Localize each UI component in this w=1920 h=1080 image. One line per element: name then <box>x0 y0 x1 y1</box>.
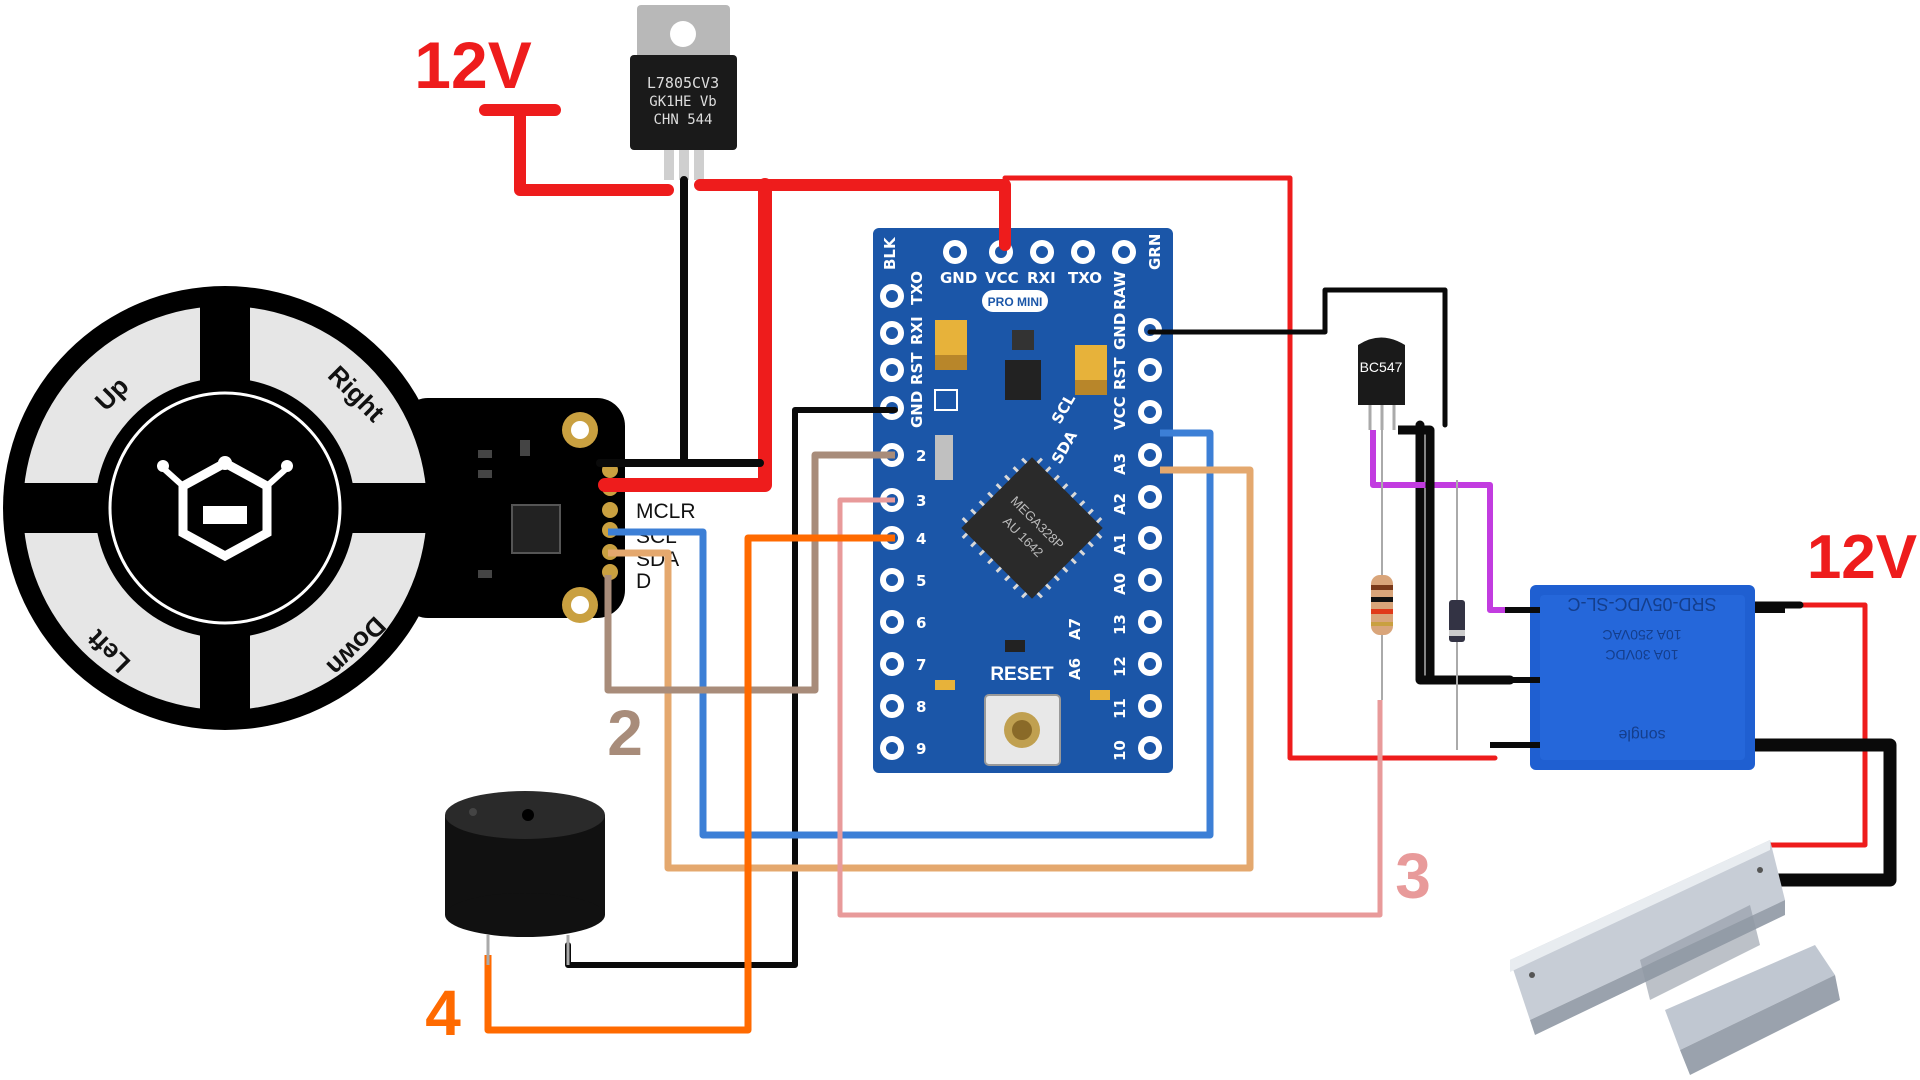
arduino-left-pin-7: 7 <box>916 656 926 674</box>
pro-mini-badge <box>982 290 1048 312</box>
arduino-left-pin-5: 5 <box>916 572 926 590</box>
arduino-right-pin-a3: A3 <box>1111 453 1129 475</box>
supply-12v-left: 12V <box>414 28 531 102</box>
arduino-left-pin-2: 2 <box>916 447 926 465</box>
arduino-right-pin-vcc: VCC <box>1111 396 1129 430</box>
relay-line2: 10A 250VAC <box>1602 627 1681 643</box>
arduino-right-pin-a1: A1 <box>1111 533 1129 555</box>
arduino-right-header <box>1138 318 1162 760</box>
arduino-left-pin-9: 9 <box>916 740 926 758</box>
arduino-right-pin-rst: RST <box>1111 357 1129 390</box>
wire-2-brown <box>604 451 895 694</box>
transistor-label: BC547 <box>1360 359 1403 375</box>
reset-label: RESET <box>990 664 1054 685</box>
wire-5v-rail <box>598 175 1498 761</box>
arduino-right-pin-gnd: GND <box>1111 313 1129 350</box>
resistor <box>1371 430 1393 700</box>
wire-purple <box>1370 430 1535 613</box>
arduino-left-pin-4: 4 <box>916 530 926 548</box>
arduino-pro-mini: BLK GND VCC RXI TXO GRN TXO RXI RST GND … <box>873 228 1173 773</box>
voltage-regulator-7805: L7805CV3 GK1HE Vb CHN 544 <box>630 5 737 180</box>
joystick-ic <box>511 504 561 554</box>
relay-line1: SRD-05VDC-SL-C <box>1567 594 1716 614</box>
arduino-left-pin-3: 3 <box>916 492 926 510</box>
wire-tan <box>608 466 1254 872</box>
atmega328p-chip: MEGA328P AU 1642 <box>961 457 1103 599</box>
relay-line4: songle <box>1618 726 1665 743</box>
arduino-side-pin-a6: A6 <box>1066 658 1084 680</box>
arduino-top-pin-gnd: GND <box>940 269 977 287</box>
wire-3-pink <box>837 497 1383 918</box>
arduino-left-pin-rst: RST <box>908 352 926 385</box>
regulator-line2: GK1HE Vb <box>649 94 716 110</box>
arduino-left-pin-gnd: GND <box>908 391 926 428</box>
arduino-top-pin-blk: BLK <box>881 236 899 270</box>
arduino-left-pin-8: 8 <box>916 698 926 716</box>
joystick-pin-d: D <box>636 570 651 593</box>
relay-line3: 10A 30VDC <box>1605 647 1678 663</box>
arduino-right-pin-a2: A2 <box>1111 493 1129 515</box>
dfrobot-logo <box>157 456 293 562</box>
wire-label-4: 4 <box>425 977 461 1049</box>
arduino-top-pin-grn: GRN <box>1146 234 1164 270</box>
arduino-left-pin-txo: TXO <box>908 271 926 305</box>
voltage-regulator-smd <box>1005 360 1041 400</box>
arduino-right-pin-a0: A0 <box>1111 573 1129 595</box>
joystick-pin-scl: SCL <box>636 525 677 548</box>
arduino-right-pin-10: 10 <box>1111 740 1129 761</box>
arduino-top-pin-txo: TXO <box>1068 269 1102 287</box>
diode <box>1449 480 1465 750</box>
buzzer <box>445 791 605 965</box>
crystal <box>935 435 953 480</box>
arduino-left-pin-6: 6 <box>916 614 926 632</box>
arduino-right-pin-13: 13 <box>1111 614 1129 635</box>
arduino-right-pin-12: 12 <box>1111 656 1129 677</box>
wire-relay-coil <box>1398 425 1435 680</box>
arduino-top-pin-rxi: RXI <box>1027 269 1056 287</box>
arduino-right-pin-11: 11 <box>1111 698 1129 719</box>
wire-label-2: 2 <box>607 697 643 769</box>
pro-mini-label: PRO MINI <box>988 295 1043 309</box>
arduino-side-pin-a7: A7 <box>1066 618 1084 640</box>
wire-lock-power <box>1738 601 1897 887</box>
arduino-left-pin-rxi: RXI <box>908 316 926 345</box>
supply-12v-right: 12V <box>1807 523 1917 592</box>
regulator-line1: L7805CV3 <box>647 74 719 92</box>
transistor-bc547: BC547 <box>1358 337 1405 430</box>
arduino-top-pin-vcc: VCC <box>985 269 1019 287</box>
joystick-pin-mclr: MCLR <box>636 500 696 523</box>
relay-module: SRD-05VDC-SL-C 10A 250VAC 10A 30VDC song… <box>1490 585 1785 770</box>
arduino-top-header <box>943 240 1136 264</box>
wire-label-3: 3 <box>1395 840 1431 912</box>
wire-blue <box>608 429 1214 839</box>
magnetic-lock <box>1510 840 1840 1075</box>
wire-12v-input <box>479 104 674 196</box>
wire-4-orange <box>484 534 895 1034</box>
regulator-line3: CHN 544 <box>653 112 712 128</box>
arduino-right-pin-raw: RAW <box>1111 271 1129 310</box>
joystick-module: Up Right Down Left <box>3 286 625 730</box>
